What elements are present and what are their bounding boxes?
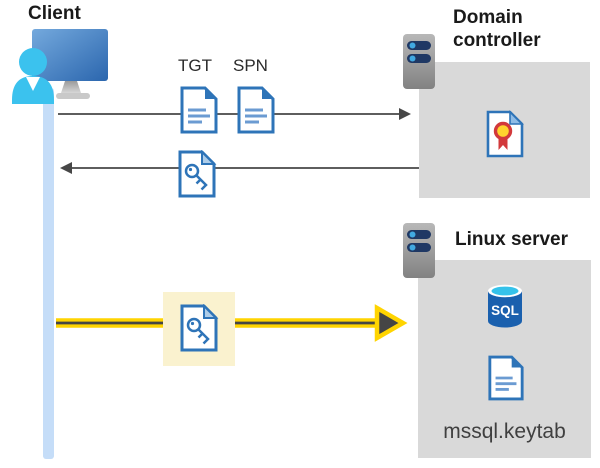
arrow-dc-to-client [60, 162, 419, 174]
tgt-label: TGT [178, 56, 212, 75]
client-user-monitor-icon [12, 29, 108, 104]
domain-controller-title: Domain controller [453, 7, 541, 52]
linux-server-title: Linux server [455, 229, 568, 250]
spn-document-icon [237, 86, 275, 134]
spn-label: SPN [233, 56, 268, 75]
certificate-icon [486, 110, 524, 158]
highlighted-key-document-icon [180, 304, 219, 352]
dc-server-icon [403, 34, 435, 89]
keytab-filename: mssql.keytab [443, 420, 566, 443]
arrow-client-to-dc [58, 108, 411, 120]
tgt-document-icon [180, 86, 218, 134]
client-title: Client [28, 3, 81, 24]
sql-database-icon: SQL [488, 284, 522, 328]
sql-text: SQL [491, 303, 519, 318]
key-document-icon [178, 150, 217, 198]
linux-server-icon [403, 223, 435, 278]
keytab-document-icon [488, 355, 524, 401]
client-lifeline [43, 88, 54, 459]
